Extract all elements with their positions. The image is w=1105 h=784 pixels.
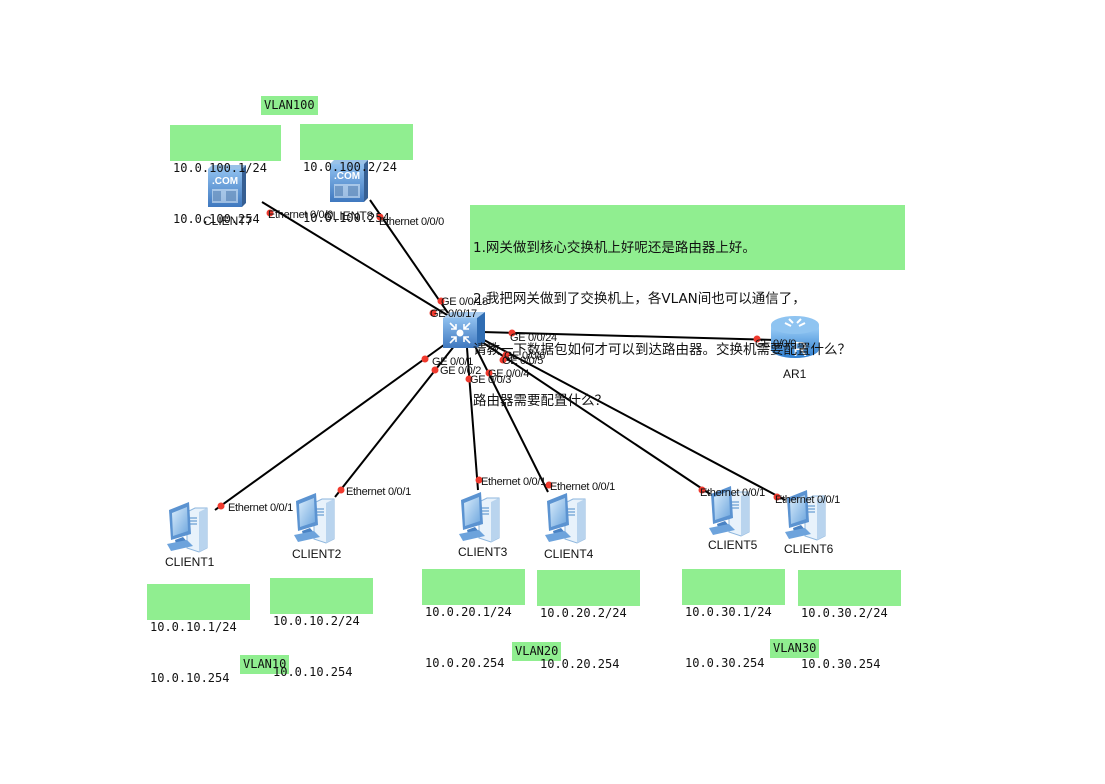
port-dot <box>508 329 516 337</box>
svg-text:.COM: .COM <box>334 171 360 182</box>
svg-text:.COM: .COM <box>212 176 238 187</box>
port-dot <box>431 366 439 374</box>
port-label-client6: Ethernet 0/0/1 <box>775 494 840 506</box>
link-switch-ar1[interactable] <box>481 331 776 341</box>
device-label-client5: CLIENT5 <box>708 538 758 552</box>
port-label-client7: Ethernet 0/0/0 <box>268 209 333 221</box>
port-label-sw-ge5: GE 0/0/5 <box>502 355 544 367</box>
ip-note-client7: 10.0.100.1/24 10.0.100.254 <box>170 125 281 226</box>
device-label-ar1: AR1 <box>783 367 807 381</box>
ip-note-client1: 10.0.10.1/24 10.0.10.254 <box>147 584 250 685</box>
link-switch-client3[interactable] <box>466 347 479 491</box>
pc-icon-client4[interactable] <box>541 491 595 545</box>
ip-note-client3: 10.0.20.1/24 10.0.20.254 <box>422 569 525 670</box>
gateway-address: 10.0.100.254 <box>173 212 260 226</box>
pc-icon-client1[interactable] <box>163 500 217 554</box>
vlan-label-20: VLAN20 <box>512 642 562 661</box>
port-dot <box>337 486 345 494</box>
port-dot <box>485 369 493 377</box>
ip-address: 10.0.30.1/24 <box>685 605 772 619</box>
device-label-client3: CLIENT3 <box>458 545 508 559</box>
ip-note-client8: 10.0.100.2/24 10.0.100.254 <box>300 124 413 225</box>
port-dot <box>475 476 483 484</box>
router-icon[interactable]: R <box>771 316 819 361</box>
vlan-label-100: VLAN100 <box>261 96 318 115</box>
gateway-address: 10.0.10.254 <box>150 671 230 685</box>
port-dot <box>429 309 437 317</box>
ip-address: 10.0.30.2/24 <box>801 606 888 620</box>
vlan-label-30: VLAN30 <box>770 639 820 658</box>
port-dot <box>217 502 225 510</box>
port-label-ar1: GE 0/0/0 <box>755 338 797 350</box>
port-label-client2: Ethernet 0/0/1 <box>346 486 411 498</box>
port-label-sw-ge6: GE 0/0/6 <box>504 350 546 362</box>
port-dot <box>465 375 473 383</box>
pc-icon-client3[interactable] <box>455 490 509 544</box>
port-label-sw-ge24: GE 0/0/24 <box>510 332 557 344</box>
ip-address: 10.0.100.2/24 <box>303 160 397 174</box>
gateway-address: 10.0.100.254 <box>303 211 390 225</box>
port-dot <box>545 481 553 489</box>
ip-address: 10.0.100.1/24 <box>173 161 267 175</box>
gateway-address: 10.0.20.254 <box>425 656 505 670</box>
ip-address: 10.0.20.2/24 <box>540 606 627 620</box>
device-label-client2: CLIENT2 <box>292 547 342 561</box>
port-dot <box>499 356 507 364</box>
device-label-client4: CLIENT4 <box>544 547 594 561</box>
ip-address: 10.0.10.2/24 <box>273 614 360 628</box>
port-label-sw-ge3: GE 0/0/3 <box>470 374 512 386</box>
port-label-sw-ge1: GE 0/0/1 <box>432 356 474 368</box>
port-dots <box>217 209 781 510</box>
port-dot <box>753 335 761 343</box>
device-label-client7: CLIENT7 <box>203 214 253 228</box>
pc-icon-client2[interactable] <box>290 491 344 545</box>
vlan-label-10: VLAN10 <box>240 655 290 674</box>
link-switch-client5[interactable] <box>481 341 711 495</box>
port-dot <box>698 486 706 494</box>
ip-note-client4: 10.0.20.2/24 10.0.20.254 <box>537 570 640 671</box>
link-client8-switch[interactable] <box>369 199 449 314</box>
port-dot <box>376 213 384 221</box>
port-dot <box>421 355 429 363</box>
server-icon-client8[interactable]: .COM <box>330 160 368 202</box>
link-switch-client1[interactable] <box>214 341 449 511</box>
ip-note-client6: 10.0.30.2/24 10.0.30.254 <box>798 570 901 671</box>
device-label-client8: CLIENT8 <box>324 209 374 223</box>
port-dot <box>437 297 445 305</box>
port-label-client8: Ethernet 0/0/0 <box>379 216 444 228</box>
port-label-client3: Ethernet 0/0/1 <box>481 476 546 488</box>
switch-icon[interactable] <box>443 312 485 348</box>
link-switch-client6[interactable] <box>483 339 786 501</box>
question-line-2: 2.我把网关做到了交换机上，各VLAN间也可以通信了， <box>473 291 806 307</box>
server-icon-client7[interactable]: .COM <box>208 165 246 207</box>
question-line-1: 1.网关做到核心交换机上好呢还是路由器上好。 <box>473 240 756 256</box>
gateway-address: 10.0.30.254 <box>685 656 765 670</box>
question-note: 1.网关做到核心交换机上好呢还是路由器上好。 2.我把网关做到了交换机上，各VL… <box>470 205 905 409</box>
port-dot <box>773 493 781 501</box>
ip-address: 10.0.20.1/24 <box>425 605 512 619</box>
device-label-client6: CLIENT6 <box>784 542 834 556</box>
port-label-sw-ge4: GE 0/0/4 <box>488 368 530 380</box>
device-label-client1: CLIENT1 <box>165 555 215 569</box>
ip-note-client2: 10.0.10.2/24 10.0.10.254 <box>270 578 373 679</box>
port-label-client4: Ethernet 0/0/1 <box>550 481 615 493</box>
port-label-sw-ge17: GE 0/0/17 <box>430 308 477 320</box>
port-label-client1: Ethernet 0/0/1 <box>228 502 293 514</box>
port-dot <box>266 209 274 217</box>
ip-note-client5: 10.0.30.1/24 10.0.30.254 <box>682 569 785 670</box>
question-line-3: 请教一下数据包如何才可以到达路由器。交换机需要配置什么？ <box>473 342 851 358</box>
question-line-4: 路由器需要配置什么？ <box>473 393 608 409</box>
port-label-sw-ge18: GE 0/0/18 <box>441 296 488 308</box>
ip-address: 10.0.10.1/24 <box>150 620 237 634</box>
gateway-address: 10.0.30.254 <box>801 657 881 671</box>
gateway-address: 10.0.20.254 <box>540 657 620 671</box>
port-label-client5: Ethernet 0/0/1 <box>700 487 765 499</box>
port-label-sw-ge2: GE 0/0/2 <box>440 365 482 377</box>
gateway-address: 10.0.10.254 <box>273 665 353 679</box>
link-client7-switch[interactable] <box>261 201 453 319</box>
svg-text:R: R <box>793 339 807 361</box>
